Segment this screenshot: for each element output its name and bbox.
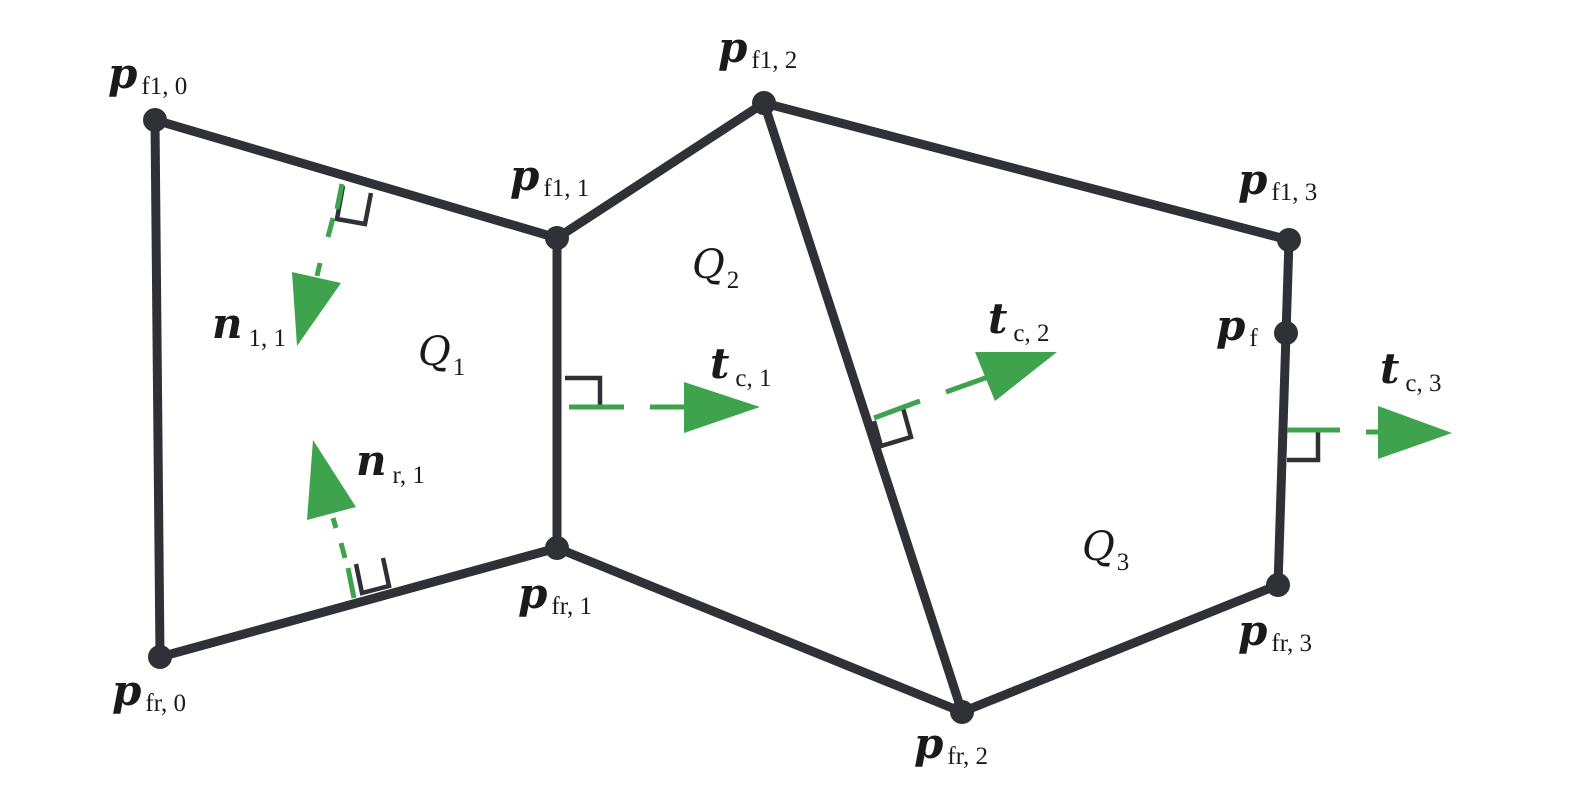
label-pf1_0-base: p bbox=[108, 49, 137, 98]
label-q2: Q2 bbox=[692, 242, 739, 294]
label-n1_1-sub: 1, 1 bbox=[249, 325, 287, 352]
label-tc_1-base: t bbox=[710, 339, 729, 388]
vertex-pf1_3 bbox=[1277, 228, 1301, 252]
vector-nr_1-dash-2 bbox=[338, 542, 348, 559]
label-q3: Q3 bbox=[1082, 524, 1129, 576]
label-pf1_1-sub: f1, 1 bbox=[543, 175, 589, 202]
label-tc_2-sub: c, 2 bbox=[1013, 320, 1049, 347]
label-pf1_2-base: p bbox=[718, 23, 747, 72]
label-pfr_3-base: p bbox=[1238, 606, 1267, 655]
vertex-pf1_2 bbox=[752, 91, 776, 115]
vectors bbox=[292, 183, 1452, 599]
label-nr_1-base: n bbox=[356, 436, 387, 485]
label-pfr_1-sub: fr, 1 bbox=[551, 593, 592, 620]
label-tc_3-sub: c, 3 bbox=[1405, 370, 1441, 397]
label-q1-base: Q bbox=[418, 329, 451, 375]
label-pfr_1-base: p bbox=[518, 569, 547, 618]
vector-nr_1-arrowhead bbox=[307, 440, 356, 520]
label-q2-base: Q bbox=[692, 242, 725, 288]
edge-pf1_3-pfr_3 bbox=[1273, 235, 1294, 590]
label-pfr_0-sub: fr, 0 bbox=[145, 690, 186, 717]
label-pf1_3-sub: f1, 3 bbox=[1271, 179, 1317, 206]
label-q3-sub: 3 bbox=[1117, 549, 1130, 576]
vertex-pf bbox=[1274, 321, 1298, 345]
vector-nr_1 bbox=[307, 440, 357, 599]
right-angle-nr_1 bbox=[353, 557, 392, 596]
vector-tc_2-dash-1 bbox=[873, 398, 921, 421]
vector-n1_1-dash-1 bbox=[334, 183, 345, 210]
label-pf1_3-base: p bbox=[1238, 155, 1267, 204]
label-pf-sub: f bbox=[1249, 325, 1258, 352]
edge-pfr_2-pfr_3 bbox=[957, 580, 1283, 717]
label-tc_2-base: t bbox=[988, 294, 1007, 343]
edge-pf1_2-pf1_3 bbox=[759, 98, 1294, 245]
vertex-pfr_0 bbox=[148, 645, 172, 669]
label-q1-sub: 1 bbox=[453, 354, 466, 381]
vector-n1_1 bbox=[292, 183, 345, 346]
label-pf1_2-sub: f1, 2 bbox=[751, 47, 797, 74]
vector-nr_1-dash-1 bbox=[345, 567, 357, 599]
edges bbox=[150, 98, 1294, 717]
label-pfr_2-base: p bbox=[914, 719, 943, 768]
label-q3-base: Q bbox=[1082, 524, 1115, 570]
vector-n1_1-dash-3 bbox=[314, 262, 323, 277]
vector-n1_1-arrowhead bbox=[292, 272, 341, 346]
vector-tc_1 bbox=[569, 382, 760, 433]
label-tc_3-base: t bbox=[1380, 344, 1399, 393]
edge-pf1_1-pf1_2 bbox=[552, 98, 769, 243]
label-q1: Q1 bbox=[418, 329, 465, 381]
right-angle-tc_2 bbox=[871, 407, 914, 449]
vertex-pf1_0 bbox=[143, 108, 167, 132]
label-tc_1-sub: c, 1 bbox=[735, 365, 771, 392]
right-angle-markers bbox=[334, 185, 1321, 596]
label-pfr_2-sub: fr, 2 bbox=[947, 743, 988, 770]
edge-pf1_0-pfr_0 bbox=[150, 115, 165, 662]
vertex-pfr_2 bbox=[950, 700, 974, 724]
label-nr_1-sub: r, 1 bbox=[393, 462, 425, 489]
label-pf1_1-base: p bbox=[510, 151, 539, 200]
region-labels: Q1 Q2 Q3 bbox=[418, 242, 1129, 576]
vector-n1_1-dash-2 bbox=[325, 217, 336, 238]
right-angle-tc_1 bbox=[565, 375, 603, 406]
label-q2-sub: 2 bbox=[727, 267, 740, 294]
vector-tc_2 bbox=[873, 352, 1057, 421]
vertex-pfr_1 bbox=[545, 536, 569, 560]
vertex-pfr_3 bbox=[1266, 573, 1290, 597]
label-pf1_0-sub: f1, 0 bbox=[141, 73, 187, 100]
vector-tc_1-arrowhead bbox=[684, 382, 760, 433]
vector-tc_2-dash-2 bbox=[945, 374, 989, 395]
vector-tc_3 bbox=[1287, 406, 1452, 459]
vector-tc_3-arrowhead bbox=[1378, 406, 1452, 459]
vector-tc_2-arrowhead bbox=[975, 352, 1057, 401]
label-n1_1-base: n bbox=[212, 299, 243, 348]
edge-pf1_0-pf1_1 bbox=[150, 115, 562, 243]
vertex-pf1_1 bbox=[545, 226, 569, 250]
edge-pf1_2-pfr_2 bbox=[759, 98, 967, 717]
right-angle-tc_3 bbox=[1287, 432, 1321, 463]
vector-nr_1-dash-3 bbox=[330, 517, 339, 529]
label-pf-base: p bbox=[1216, 301, 1245, 350]
edge-pfr_1-pfr_2 bbox=[552, 543, 967, 717]
label-pfr_3-sub: fr, 3 bbox=[1271, 630, 1312, 657]
edge-pfr_0-pfr_1 bbox=[155, 543, 562, 662]
vertices bbox=[143, 91, 1301, 724]
label-pfr_0-base: p bbox=[112, 666, 141, 715]
